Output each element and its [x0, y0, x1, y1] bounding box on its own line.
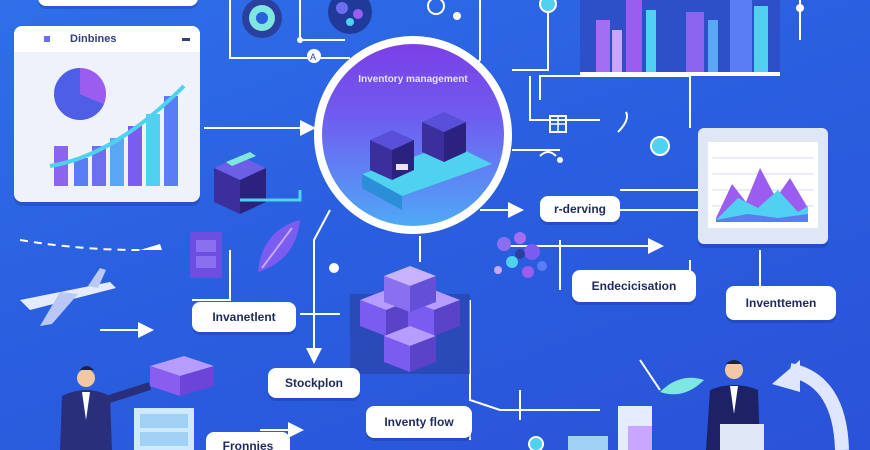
box-icon	[370, 130, 414, 180]
inventory-flow-text: Inventy flow	[384, 415, 454, 429]
svg-text:A: A	[310, 52, 316, 62]
flight-path	[19, 239, 141, 251]
person-icon	[60, 366, 152, 450]
endecisation-label: Endecicisation	[572, 270, 696, 302]
hub-boxes-illustration	[362, 112, 492, 210]
dashboard-graphics	[44, 36, 190, 186]
pin-icon: A	[307, 0, 557, 63]
connector-line	[529, 76, 600, 121]
reordering-label: r-derving	[540, 196, 620, 222]
box-icon	[150, 356, 214, 396]
arrow-icon	[772, 360, 849, 450]
reordering-text: r-derving	[553, 202, 606, 216]
leaf-icon	[258, 220, 300, 272]
hub-title: Inventory management	[358, 74, 468, 85]
connector-arrow	[306, 209, 331, 364]
inventory-management-hub: Inventory management	[314, 36, 512, 234]
dashboard-panel: Dinbines	[14, 26, 200, 202]
leaf-icon	[660, 377, 704, 395]
document-stack-icon	[568, 406, 652, 450]
stockplan-label: Stockplon	[268, 368, 360, 398]
bottom-label-text: Fronnies	[222, 439, 274, 450]
cubes-icon	[360, 266, 460, 372]
bar-trend-chart	[49, 84, 186, 186]
hub-inner: Inventory management	[322, 44, 504, 226]
gear-icon	[242, 0, 282, 38]
connector-line	[639, 359, 661, 391]
inventtemen-label: Inventtemen	[726, 286, 836, 320]
top-label-box	[38, 0, 198, 6]
invanetlent-label: Invanetlent	[192, 302, 296, 332]
inventtemen-text: Inventtemen	[745, 296, 817, 310]
cabinet-icon	[134, 408, 194, 450]
pie-chart-icon	[53, 68, 107, 120]
small-cabinet-icon	[549, 115, 567, 133]
bulb-icon	[650, 136, 670, 156]
airplane-icon	[20, 268, 116, 326]
box-icon	[422, 112, 466, 162]
endecisation-text: Endecicisation	[591, 279, 677, 293]
refresh-icon	[539, 111, 628, 157]
chart-icon	[708, 142, 818, 228]
invanetlent-text: Invanetlent	[212, 310, 276, 324]
network-icon	[328, 0, 372, 34]
dashboard-title: Dinbines	[70, 33, 117, 45]
bottom-label: Fronnies	[206, 432, 290, 450]
box-icon	[214, 152, 266, 214]
inventory-flow-label: Inventy flow	[366, 406, 472, 438]
molecule-icon	[494, 232, 547, 278]
person-icon	[706, 360, 764, 450]
connector-line	[192, 250, 231, 301]
stockplan-text: Stockplon	[284, 376, 343, 390]
pin-icon	[329, 263, 544, 450]
area-chart-panel	[698, 128, 828, 244]
connector-line	[512, 0, 549, 71]
small-airplane-icon	[140, 244, 162, 250]
cabinet-icon	[190, 232, 222, 278]
